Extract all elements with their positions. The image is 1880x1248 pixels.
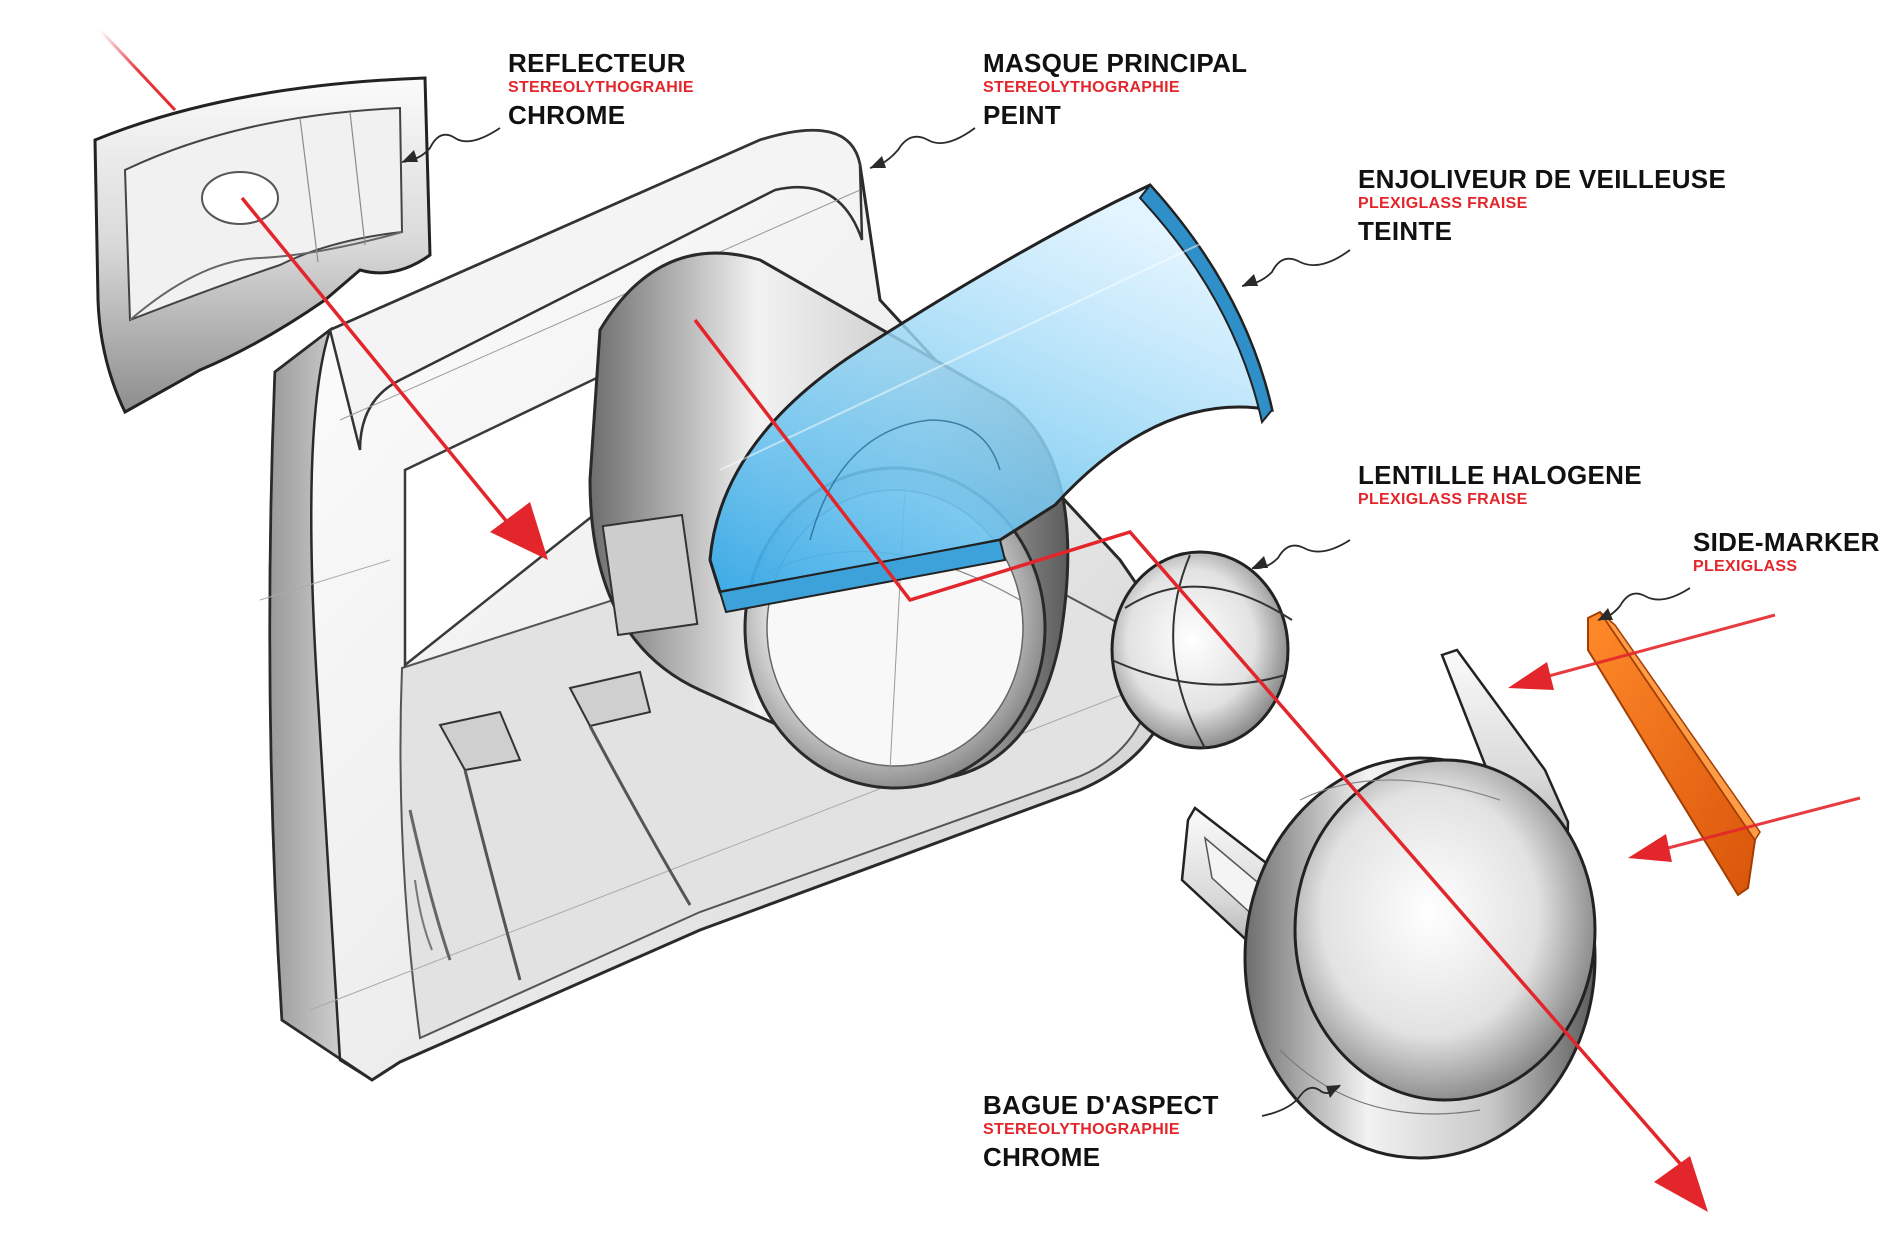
callout-side-marker-name: SIDE-MARKER [1693, 527, 1880, 557]
callout-bague: BAGUE D'ASPECT STEREOLYTHOGRAPHIE CHROME [983, 1092, 1219, 1170]
callout-reflecteur-material: STEREOLYTHOGRAHIE [508, 79, 694, 96]
callout-reflecteur-finish: CHROME [508, 100, 626, 130]
callout-masque-material: STEREOLYTHOGRAPHIE [983, 79, 1180, 96]
arrow-optical-axis [693, 318, 1692, 1177]
callout-enjoliveur-finish: TEINTE [1358, 216, 1453, 246]
callout-masque-finish: PEINT [983, 100, 1062, 130]
callout-bague-name: BAGUE D'ASPECT [983, 1090, 1219, 1120]
callout-enjoliveur-name: ENJOLIVEUR DE VEILLEUSE [1358, 164, 1727, 194]
halogen-lens [1110, 550, 1293, 750]
side-marker-part [1587, 610, 1761, 897]
callout-enjoliveur: ENJOLIVEUR DE VEILLEUSE PLEXIGLASS FRAIS… [1358, 166, 1726, 244]
arrow-head-side-top [1508, 662, 1554, 690]
callout-enjoliveur-material: PLEXIGLASS FRAISE [1358, 195, 1528, 212]
arrow-head-side-bottom [1628, 834, 1672, 862]
callout-lentille: LENTILLE HALOGENE PLEXIGLASS FRAISE [1358, 462, 1642, 508]
arrow-reflector-axis [240, 196, 514, 530]
vent-slots [408, 670, 692, 981]
assembly-arrows [98, 28, 1861, 1212]
callout-masque: MASQUE PRINCIPAL STEREOLYTHOGRAPHIE PEIN… [983, 50, 1247, 128]
callout-lentille-name: LENTILLE HALOGENE [1358, 460, 1642, 490]
arrow-side-marker-bottom [1667, 796, 1861, 850]
callout-side-marker: SIDE-MARKER PLEXIGLASS [1693, 529, 1880, 575]
arrow-head-reflector [490, 502, 548, 560]
blue-trim-lens [708, 183, 1274, 614]
arrow-reflector-entry [98, 28, 177, 112]
reflector-part [93, 76, 432, 415]
callout-reflecteur-name: REFLECTEUR [508, 48, 686, 78]
leader-lines [401, 127, 1691, 1117]
callout-lentille-material: PLEXIGLASS FRAISE [1358, 491, 1528, 508]
callout-reflecteur: REFLECTEUR STEREOLYTHOGRAHIE CHROME [508, 50, 694, 128]
callout-bague-material: STEREOLYTHOGRAPHIE [983, 1121, 1180, 1138]
callout-side-marker-material: PLEXIGLASS [1693, 558, 1798, 575]
bezel-ring [1180, 648, 1597, 1160]
callout-bague-finish: CHROME [983, 1142, 1101, 1172]
arrow-side-marker-top [1544, 613, 1776, 679]
callout-masque-name: MASQUE PRINCIPAL [983, 48, 1248, 78]
arrow-head-optical [1654, 1156, 1708, 1212]
